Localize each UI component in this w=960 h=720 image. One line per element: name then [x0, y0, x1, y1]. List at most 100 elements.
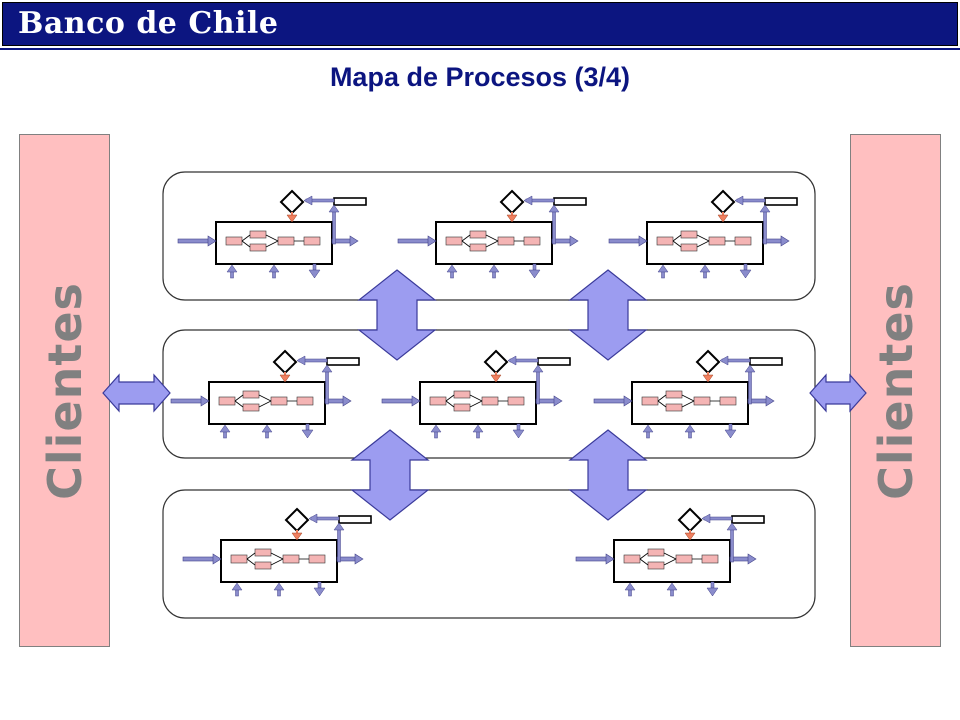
control-bar [764, 197, 798, 206]
input-arrow-head [411, 395, 421, 407]
bank-logo: Banco de Chile [18, 6, 279, 41]
monitor-arrow-head [548, 204, 560, 213]
output-arrow-head [747, 553, 757, 565]
step-box [665, 403, 683, 412]
output-down-arrow-head [313, 587, 326, 597]
control-arrow-head [279, 374, 291, 383]
step-box [296, 396, 314, 406]
step-connector [672, 234, 735, 248]
input-arrow [170, 398, 203, 404]
resource-arrow-head [446, 264, 458, 273]
step-box [282, 554, 300, 564]
step-connector [657, 394, 720, 408]
feedback-arrow-head [734, 195, 744, 206]
control-bar [333, 197, 367, 206]
step-box [242, 403, 260, 412]
control-arrow [495, 372, 497, 377]
output-down-arrow [305, 423, 310, 431]
header-band [2, 2, 958, 46]
step-box [701, 554, 719, 564]
control-arrow-head [717, 214, 729, 223]
step-box [481, 396, 499, 406]
output-arrow-head [765, 395, 775, 407]
output-arrow-head [349, 235, 359, 247]
resource-arrow-head [624, 582, 636, 591]
monitor-arrow [536, 370, 540, 405]
process-module [435, 189, 587, 279]
resource-arrow-head [261, 424, 273, 433]
client-link-arrow [102, 373, 171, 413]
interlane-arrow [568, 429, 648, 521]
control-arrow [511, 212, 513, 217]
output-down-arrow-head [528, 269, 541, 279]
control-arrow-head [286, 214, 298, 223]
input-arrow-head [605, 553, 615, 565]
resource-arrow-head [642, 424, 654, 433]
input-arrow [593, 398, 626, 404]
resource-arrow-head [273, 582, 285, 591]
resource-arrow-head [488, 264, 500, 273]
control-arrow [284, 372, 286, 377]
monitor-arrow [763, 210, 767, 245]
interlane-arrow [350, 429, 430, 521]
step-connector [461, 234, 524, 248]
process-module [631, 349, 783, 439]
output-down-arrow-head [308, 269, 321, 279]
step-connector [639, 552, 702, 566]
monitor-arrow-head [726, 522, 738, 531]
monitor-arrow-head [333, 522, 345, 531]
control-arrow [707, 372, 709, 377]
step-box [647, 561, 665, 570]
control-arrow-head [702, 374, 714, 383]
output-down-arrow [532, 263, 537, 271]
control-arrow [722, 212, 724, 217]
monitor-arrow [552, 210, 556, 245]
input-arrow [182, 556, 215, 562]
step-box [734, 236, 752, 246]
monitor-arrow-head [759, 204, 771, 213]
resource-arrow-head [430, 424, 442, 433]
interlane-arrow [357, 269, 437, 361]
control-bar [749, 357, 783, 366]
step-box [623, 554, 641, 564]
monitor-arrow-head [321, 364, 333, 373]
control-arrow-head [291, 532, 303, 541]
step-box [254, 561, 272, 570]
feedback-arrow-head [701, 513, 711, 524]
step-box [641, 396, 659, 406]
feedback-arrow-head [719, 355, 729, 366]
output-down-arrow-head [512, 429, 525, 439]
step-box [308, 554, 326, 564]
monitor-arrow [748, 370, 752, 405]
step-connector [241, 234, 304, 248]
resource-arrow-head [226, 264, 238, 273]
step-connector [246, 552, 309, 566]
step-box [303, 236, 321, 246]
monitor-arrow-head [328, 204, 340, 213]
step-box [693, 396, 711, 406]
step-box [429, 396, 447, 406]
input-arrow [397, 238, 430, 244]
input-arrow [177, 238, 210, 244]
output-down-arrow [516, 423, 521, 431]
output-down-arrow-head [706, 587, 719, 597]
output-arrow-head [354, 553, 364, 565]
step-connector [445, 394, 508, 408]
resource-arrow-head [666, 582, 678, 591]
step-box [230, 554, 248, 564]
resource-arrow-head [231, 582, 243, 591]
output-down-arrow-head [301, 429, 314, 439]
input-arrow-head [207, 235, 217, 247]
resource-arrow-head [472, 424, 484, 433]
resource-arrow-head [657, 264, 669, 273]
resource-arrow-head [268, 264, 280, 273]
output-down-arrow-head [724, 429, 737, 439]
output-down-arrow [710, 581, 715, 589]
output-down-arrow [728, 423, 733, 431]
step-box [675, 554, 693, 564]
step-box [708, 236, 726, 246]
feedback-arrow-head [507, 355, 517, 366]
process-lane [162, 489, 816, 619]
control-bar [537, 357, 571, 366]
